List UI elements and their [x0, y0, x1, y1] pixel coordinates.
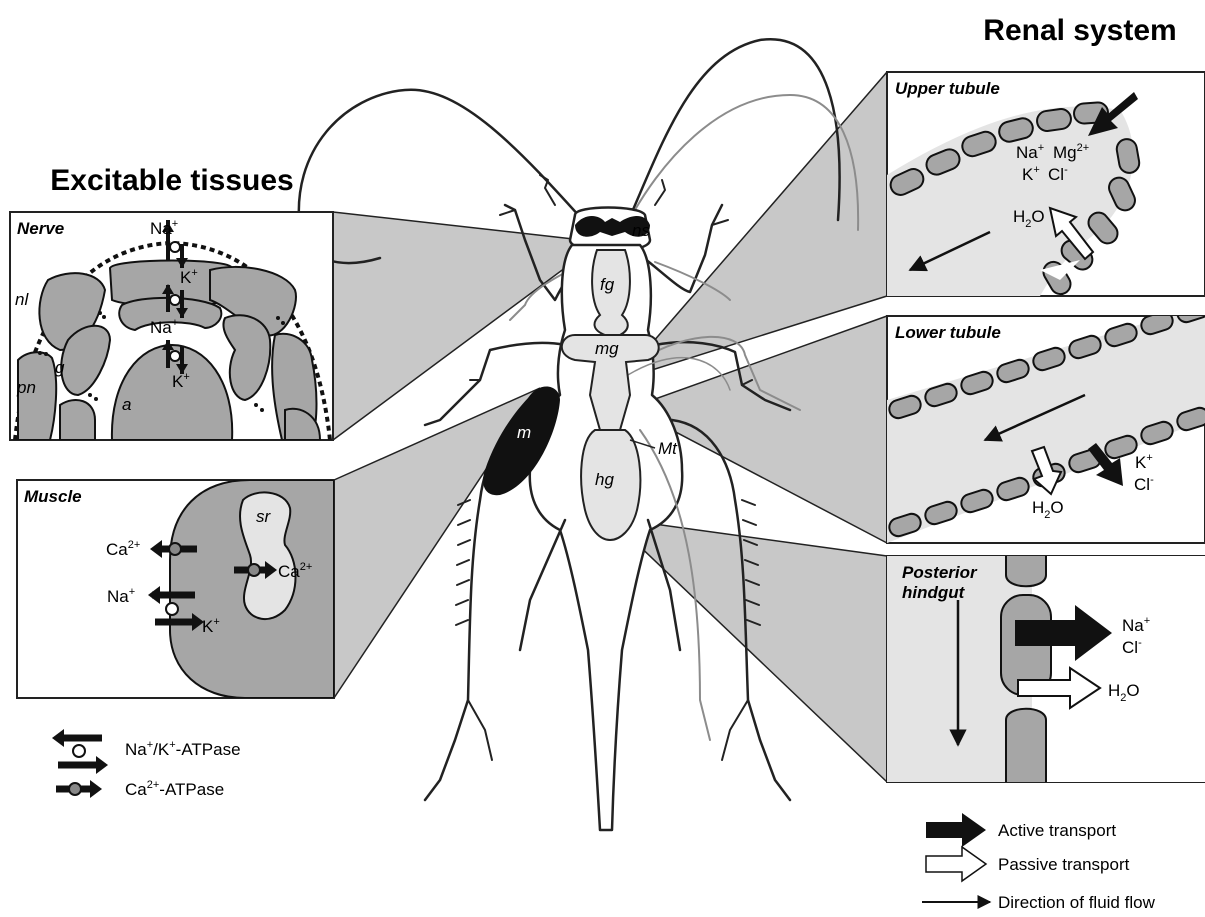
label-g: g	[55, 358, 65, 377]
lower-tubule-panel: Lower tubule K+ Cl- H2O	[887, 297, 1205, 543]
legend-ca-atpase-symbol	[56, 780, 102, 798]
legend-passive-symbol	[926, 847, 986, 881]
label-sr: sr	[256, 507, 272, 526]
nerve-panel: Nerve nl g pn a Na+ K+ Na+	[10, 212, 333, 440]
legend-na-k-atpase-symbol	[52, 729, 108, 774]
cercus-left	[520, 520, 565, 650]
legend-passive-label: Passive transport	[998, 855, 1130, 874]
label-mt: Mt	[658, 439, 678, 458]
legend-na-k-atpase-label: Na+/K+-ATPase	[125, 739, 241, 759]
legend-right: Active transport Passive transport Direc…	[922, 813, 1156, 912]
muscle-title: Muscle	[24, 487, 82, 506]
upper-tubule-title: Upper tubule	[895, 79, 1000, 98]
hindgut-panel: Posterior hindgut Na+ Cl- H2O	[887, 540, 1205, 800]
legend-left: Na+/K+-ATPase Ca2+-ATPase	[52, 729, 241, 799]
label-m: m	[517, 423, 531, 442]
label-fg: fg	[600, 275, 615, 294]
legend-active-label: Active transport	[998, 821, 1116, 840]
label-nl: nl	[15, 290, 29, 309]
label-mg: mg	[595, 339, 619, 358]
renal-system-title: Renal system	[983, 14, 1176, 47]
legend-flow-label: Direction of fluid flow	[998, 893, 1156, 912]
legend-ca-atpase-label: Ca2+-ATPase	[125, 779, 224, 799]
legend-active-symbol	[926, 813, 986, 847]
label-ns: ns	[632, 221, 650, 240]
label-a: a	[122, 395, 131, 414]
lower-tubule-title: Lower tubule	[895, 323, 1001, 342]
hindgut-title-2: hindgut	[902, 583, 966, 602]
upper-tubule-panel: Upper tubule Na+ Mg2+ K+ Cl- H2O	[887, 72, 1205, 298]
excitable-tissues-title: Excitable tissues	[50, 164, 293, 197]
muscle-panel: Muscle sr Ca2+ Ca2+ Na+ K+	[17, 480, 334, 698]
label-pn: pn	[16, 378, 36, 397]
antenna-left	[299, 90, 590, 230]
label-hg: hg	[595, 470, 614, 489]
hind-leg-left-spines	[456, 500, 470, 625]
hindgut-title-1: Posterior	[902, 563, 978, 582]
nerve-title: Nerve	[17, 219, 64, 238]
